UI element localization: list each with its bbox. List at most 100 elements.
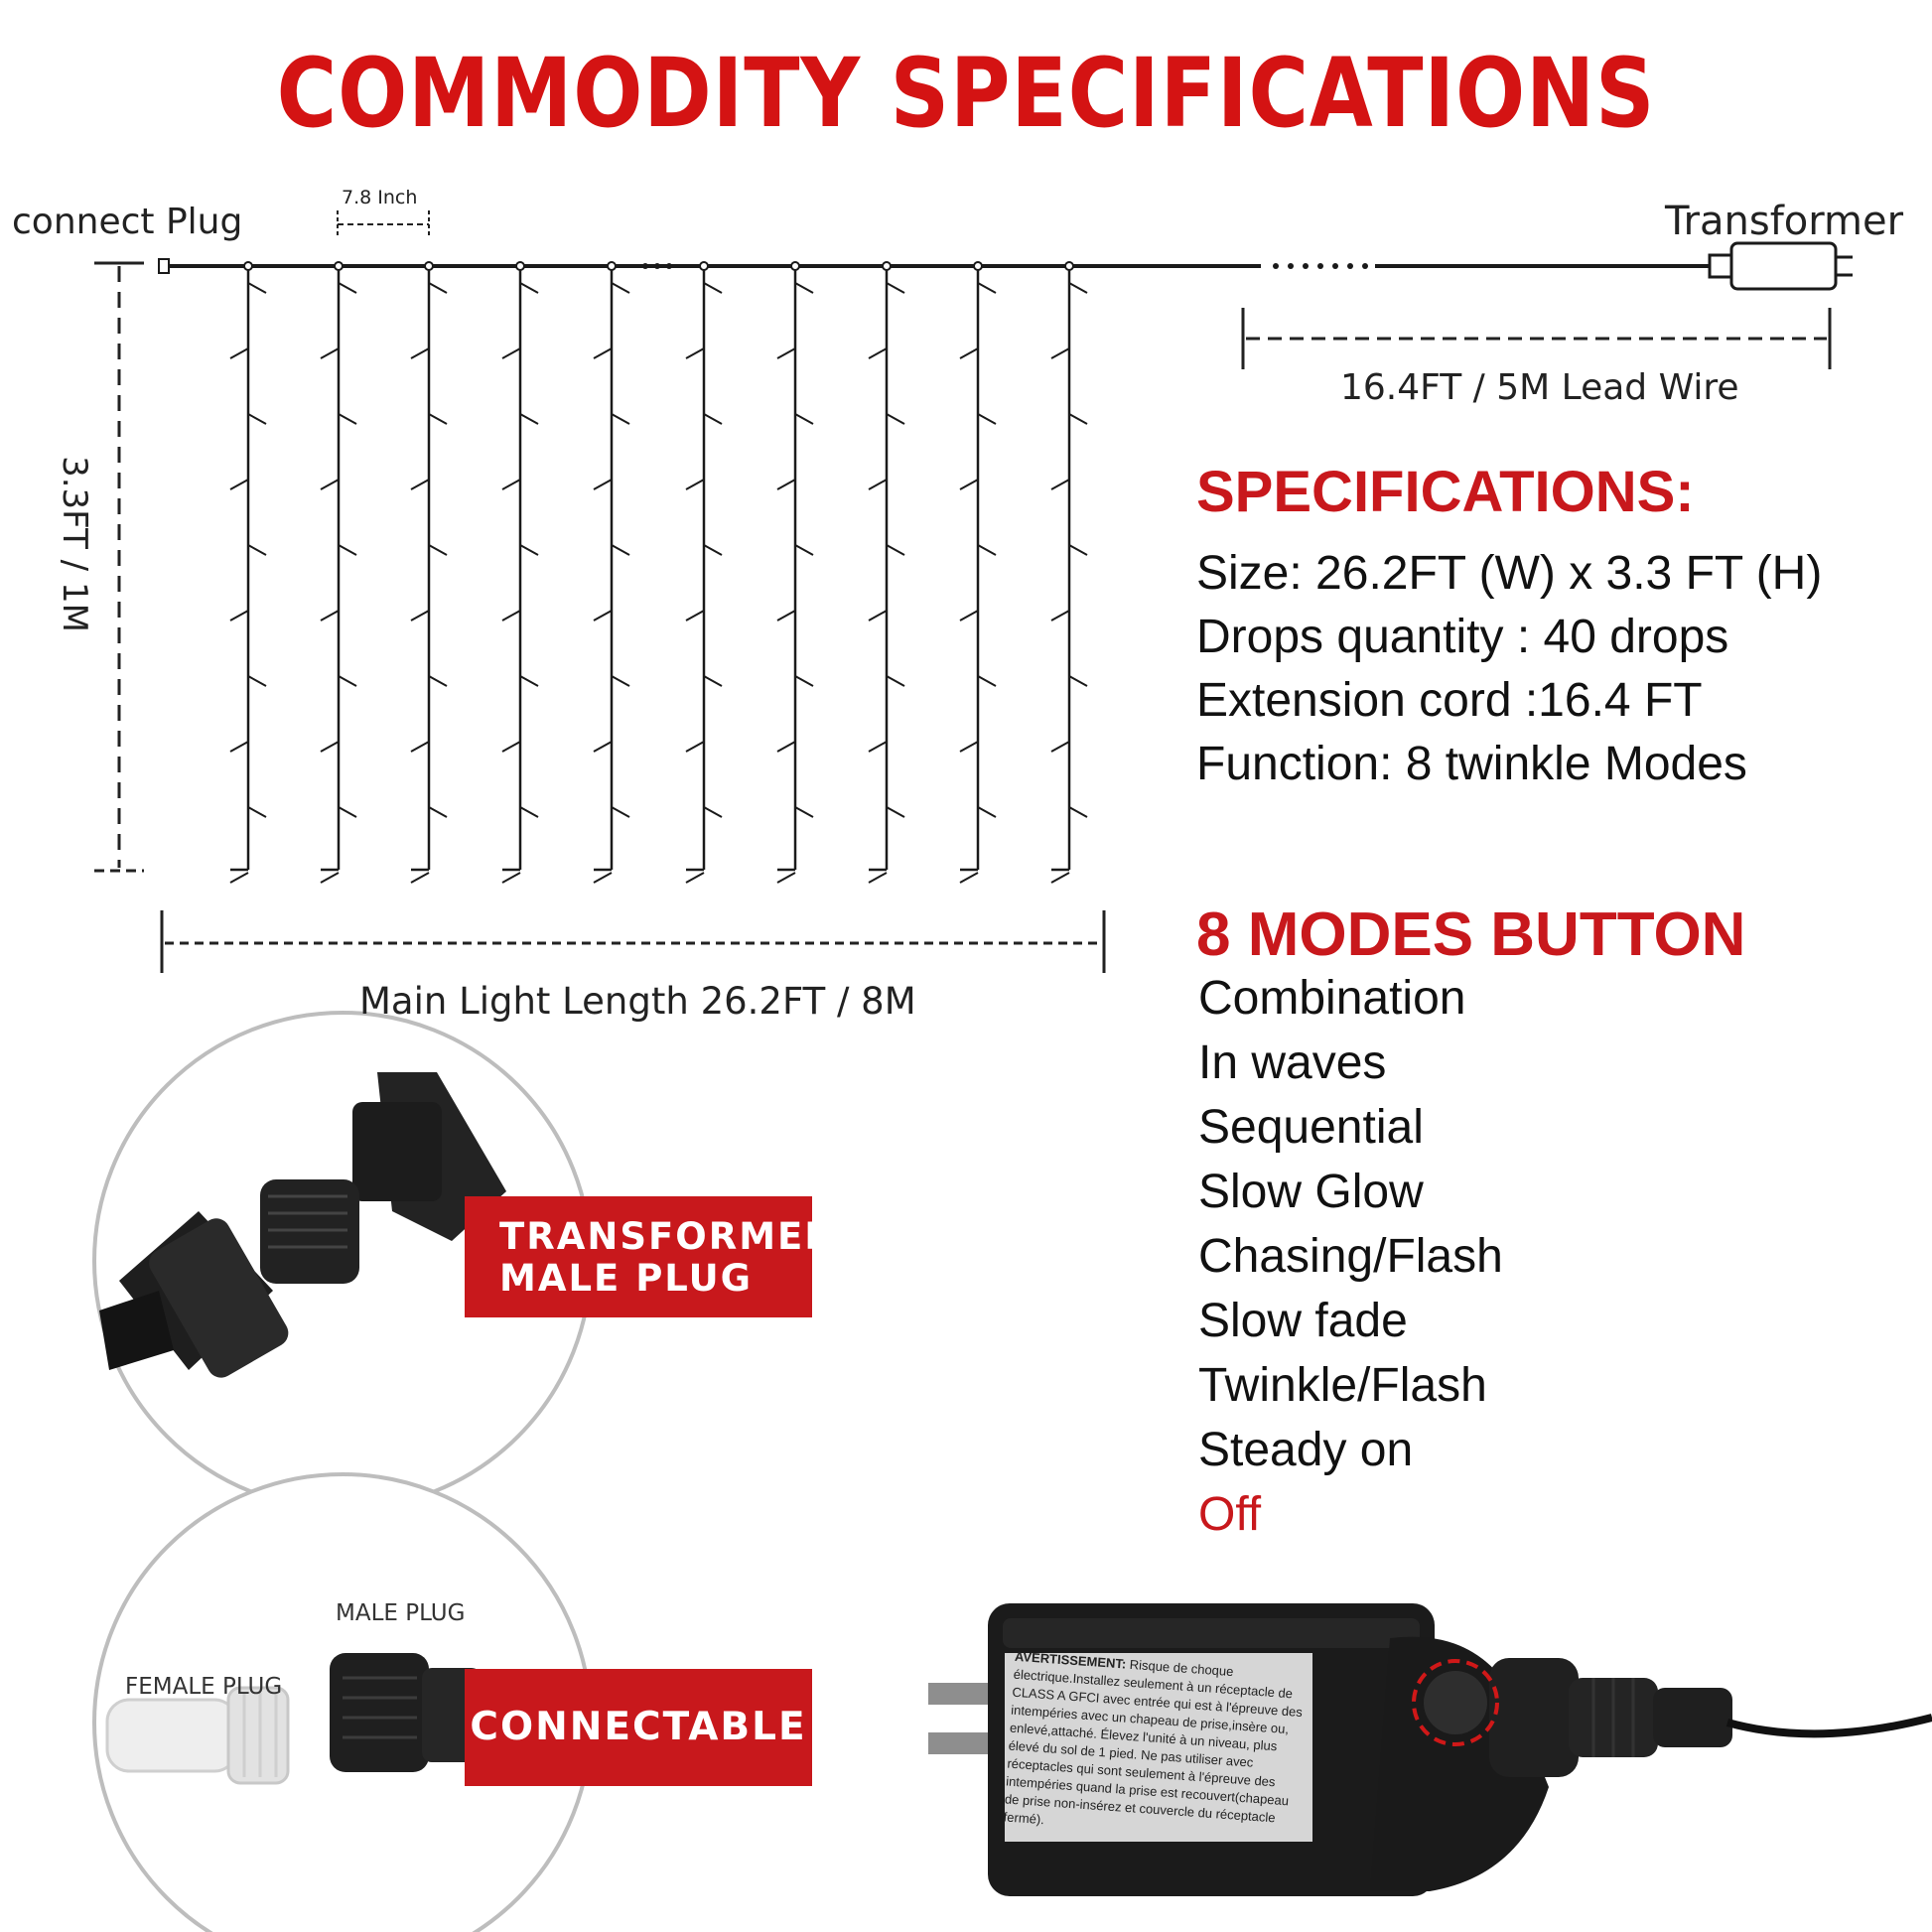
bulb-tick <box>611 806 630 818</box>
bulb-tick <box>794 413 814 425</box>
bulb-tick <box>338 413 357 425</box>
transformer-label: Transformer <box>1665 199 1904 244</box>
bulb-tick <box>794 675 814 687</box>
bulb-tick <box>247 413 267 425</box>
bulb-tick <box>428 675 448 687</box>
badge-line: TRANSFORMER <box>499 1215 835 1258</box>
bulb-tick <box>685 872 705 884</box>
bulb-tick <box>501 872 521 884</box>
mode-item: Slow Glow <box>1198 1166 1424 1218</box>
bulb-tick <box>1068 282 1088 294</box>
bulb-tick <box>611 413 630 425</box>
bulb-tick <box>410 741 430 753</box>
mode-item: Steady on <box>1198 1424 1414 1476</box>
bulb-tick <box>1050 741 1070 753</box>
bulb-tick <box>593 741 613 753</box>
bulb-tick <box>338 806 357 818</box>
bulb-tick <box>886 282 905 294</box>
bulb-tick <box>320 872 340 884</box>
light-drops <box>229 261 1088 884</box>
mode-button-icon <box>1424 1671 1487 1734</box>
bulb-tick <box>428 544 448 556</box>
bulb-tick <box>247 675 267 687</box>
bulb-tick <box>1050 347 1070 359</box>
bulb-tick <box>794 806 814 818</box>
transformer-male-plug-badge: TRANSFORMER MALE PLUG <box>465 1196 835 1317</box>
drop-connector <box>699 261 709 271</box>
bulb-tick <box>868 347 888 359</box>
bulb-tick <box>868 610 888 621</box>
spec-function: Function: 8 twinkle Modes <box>1196 738 1747 790</box>
bulb-tick <box>338 282 357 294</box>
adapter-photo <box>928 1603 1932 1896</box>
bulb-tick <box>959 347 979 359</box>
connectable-badge: CONNECTABLE <box>465 1669 812 1786</box>
bulb-tick <box>501 741 521 753</box>
bulb-tick <box>776 479 796 490</box>
bulb-tick <box>886 675 905 687</box>
bulb-tick <box>611 282 630 294</box>
bulb-tick <box>519 413 539 425</box>
bulb-tick <box>703 675 723 687</box>
bulb-tick <box>1068 806 1088 818</box>
mode-item: Sequential <box>1198 1101 1424 1154</box>
mode-off: Off <box>1198 1488 1262 1541</box>
bulb-tick <box>776 610 796 621</box>
bulb-tick <box>611 675 630 687</box>
wire-gap-dots <box>642 263 1368 269</box>
drop-connector <box>515 261 525 271</box>
spec-size: Size: 26.2FT (W) x 3.3 FT (H) <box>1196 547 1823 600</box>
bulb-tick <box>428 806 448 818</box>
bulb-tick <box>776 872 796 884</box>
drop-connector <box>424 261 434 271</box>
bulb-tick <box>1050 610 1070 621</box>
bulb-tick <box>1050 479 1070 490</box>
bulb-tick <box>410 347 430 359</box>
bulb-tick <box>320 347 340 359</box>
bulb-tick <box>685 479 705 490</box>
mode-button-highlight <box>1412 1659 1499 1746</box>
mode-item: Slow fade <box>1198 1295 1408 1347</box>
bulb-tick <box>338 675 357 687</box>
drop-connector <box>1064 261 1074 271</box>
bulb-tick <box>977 806 997 818</box>
bulb-tick <box>886 544 905 556</box>
bulb-tick <box>229 872 249 884</box>
adapter-warning-body: Risque de choque électrique.Installez se… <box>1003 1656 1304 1828</box>
bulb-tick <box>959 872 979 884</box>
bulb-tick <box>519 675 539 687</box>
drop-connector <box>973 261 983 271</box>
bulb-tick <box>593 347 613 359</box>
bulb-tick <box>410 872 430 884</box>
bulb-tick <box>338 544 357 556</box>
bulb-tick <box>703 282 723 294</box>
transformer-icon <box>1708 241 1853 291</box>
bulb-tick <box>868 741 888 753</box>
modes-heading: 8 MODES BUTTON <box>1196 900 1746 969</box>
bulb-tick <box>428 413 448 425</box>
mode-item: Chasing/Flash <box>1198 1230 1503 1283</box>
spec-drops: Drops quantity : 40 drops <box>1196 611 1729 663</box>
bulb-tick <box>593 479 613 490</box>
bulb-tick <box>868 872 888 884</box>
bulb-tick <box>685 610 705 621</box>
lead-wire-label: 16.4FT / 5M Lead Wire <box>1340 367 1739 408</box>
badge-line: MALE PLUG <box>499 1257 753 1300</box>
drop-connector <box>243 261 253 271</box>
bulb-tick <box>501 610 521 621</box>
bulb-tick <box>703 544 723 556</box>
connect-plug-shape <box>158 258 170 274</box>
bulb-tick <box>959 610 979 621</box>
bulb-tick <box>229 610 249 621</box>
bulb-tick <box>501 347 521 359</box>
bulb-tick <box>593 610 613 621</box>
spec-extension: Extension cord :16.4 FT <box>1196 674 1703 727</box>
specifications-heading: SPECIFICATIONS: <box>1196 460 1695 524</box>
male-plug-label: MALE PLUG <box>336 1600 466 1626</box>
female-plug-photo <box>105 1686 290 1785</box>
bulb-tick <box>320 741 340 753</box>
bulb-tick <box>959 479 979 490</box>
bulb-tick <box>977 544 997 556</box>
bulb-tick <box>776 347 796 359</box>
